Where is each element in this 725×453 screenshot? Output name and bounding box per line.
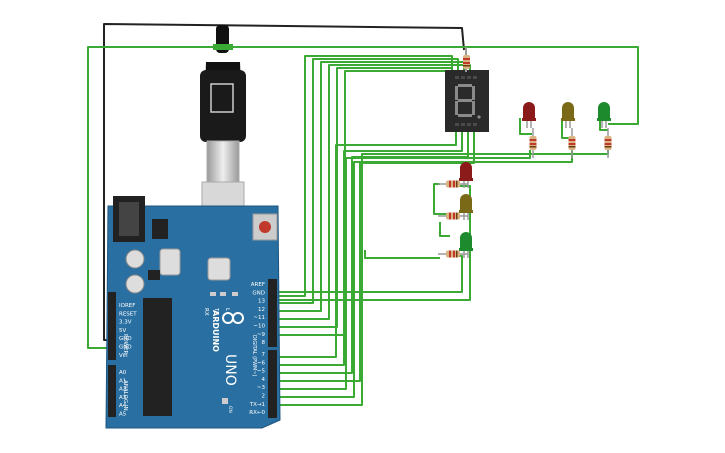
wire <box>519 118 532 135</box>
power-pin-label: GND <box>119 345 132 351</box>
digital-pin-label: 13 <box>258 299 265 305</box>
analog-pin-label: A0 <box>119 370 127 376</box>
digital-pin-label: TX→1 <box>249 402 265 408</box>
wire <box>277 126 457 358</box>
digital-header-bottom <box>268 350 277 418</box>
resistor-side-yellow <box>438 212 468 220</box>
digital-pin-label: 2 <box>262 394 266 400</box>
led-top-yellow[interactable] <box>561 102 575 128</box>
power-pin-label: 5V <box>119 328 126 334</box>
digital-pin-label: RX←0 <box>249 410 265 416</box>
wire <box>277 64 471 320</box>
digital-pin-label: 4 <box>262 377 266 383</box>
led-side-green[interactable] <box>459 232 473 258</box>
digital-pin-label: 7 <box>262 352 266 358</box>
analog-pin-label: A1 <box>119 378 126 384</box>
capacitor-icon <box>125 249 145 269</box>
power-pin-label: GND <box>119 336 132 342</box>
digital-pin-label: AREF <box>251 282 265 288</box>
led-side-red[interactable] <box>459 162 473 188</box>
led-top-red[interactable] <box>522 102 536 128</box>
display-resistor <box>463 47 470 72</box>
led-label-l: L <box>224 308 230 312</box>
analog-pin-label: A5 <box>119 412 127 418</box>
digital-pin-label: ~11 <box>253 315 265 321</box>
wire <box>364 250 440 259</box>
digital-pin-label: 12 <box>258 307 265 313</box>
brand-label: ARDUINO <box>211 310 220 352</box>
wire <box>277 150 609 406</box>
resistor-side-red <box>438 180 468 188</box>
led-top-green[interactable] <box>597 102 611 128</box>
power-pin-label: IOREF <box>119 303 135 309</box>
resistor-top-green <box>604 128 612 158</box>
analog-label: ANALOG IN <box>122 380 128 411</box>
digital-pin-label: ~9 <box>257 332 266 338</box>
analog-pin-label: A4 <box>119 403 127 409</box>
power-pin-label: 3.3V <box>119 320 132 326</box>
power-header <box>108 292 116 360</box>
wire <box>103 23 465 341</box>
led-layer <box>438 102 612 258</box>
power-pin-label: Vin <box>119 353 128 359</box>
power-label: POWER <box>122 334 128 355</box>
wire <box>439 222 450 237</box>
digital-header-top <box>268 279 277 347</box>
analog-header <box>108 365 116 417</box>
on-label: ON <box>227 406 233 413</box>
wire <box>277 55 453 297</box>
digital-pin-label: ~3 <box>257 385 266 391</box>
led-side-yellow[interactable] <box>459 194 473 220</box>
resistor-side-green <box>438 250 468 258</box>
wire <box>599 118 608 131</box>
digit-segments <box>455 84 481 119</box>
wire <box>433 183 458 215</box>
seven-segment-display[interactable]: 8 <box>0 0 489 132</box>
analog-pin-label: A2 <box>119 387 126 393</box>
wire <box>87 46 639 349</box>
microcontroller-chip <box>143 298 172 416</box>
digital-pin-label: ~10 <box>253 324 265 330</box>
model-label: UNO <box>222 354 238 386</box>
digital-pin-label: 8 <box>262 340 266 346</box>
digital-pin-label: ~5 <box>257 369 266 375</box>
wire <box>277 126 463 366</box>
digital-pin-label: GND <box>252 290 265 296</box>
power-pin-label: RESET <box>119 311 137 317</box>
wire <box>277 67 453 328</box>
resistor-top-red <box>529 128 537 158</box>
wire <box>277 150 531 390</box>
led-label-rx: RX <box>203 308 209 316</box>
usb-cable <box>200 25 246 239</box>
resistor-top-yellow <box>568 128 576 158</box>
led-label-tx: TX <box>213 307 219 315</box>
digital-label: DIGITAL (PWM~) <box>251 335 257 377</box>
digital-pin-label: ~6 <box>257 360 266 366</box>
analog-pin-label: A3 <box>119 395 127 401</box>
